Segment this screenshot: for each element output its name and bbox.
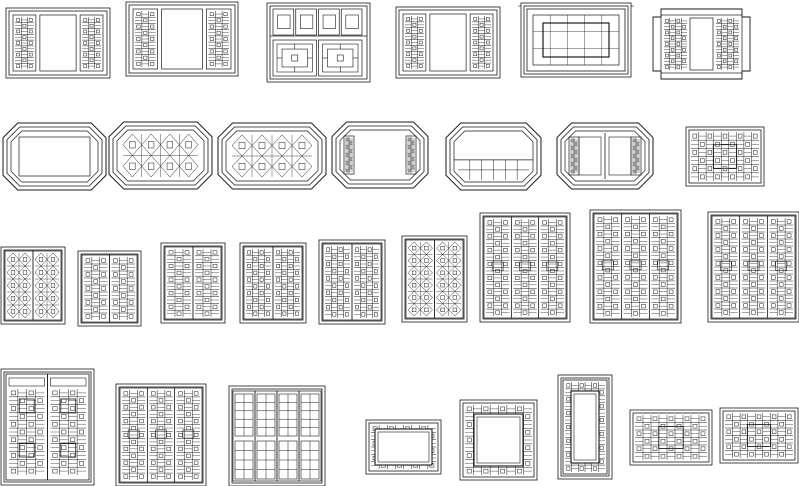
drawing-w3-1 [0, 246, 66, 325]
drawing-w2-4 [331, 121, 429, 189]
drawing-w2-7 [685, 126, 765, 187]
drawing-w4-5 [459, 399, 538, 481]
drawing-w2-6 [556, 122, 654, 190]
drawing-w1-4 [395, 6, 501, 79]
drawing-w1-5 [518, 2, 634, 78]
drawing-w3-3 [160, 242, 226, 324]
drawing-w4-3 [228, 385, 326, 486]
drawing-w1-1 [5, 7, 111, 79]
drawing-w1-6 [652, 8, 751, 80]
drawing-w2-2 [108, 121, 213, 190]
drawing-w4-1 [0, 368, 95, 486]
drawing-w3-9 [707, 211, 799, 323]
drawing-w1-2 [125, 1, 239, 77]
drawing-w3-7 [479, 212, 571, 323]
drawing-w1-3 [266, 2, 371, 83]
drawing-w2-5 [445, 122, 542, 191]
drawing-w3-8 [589, 209, 682, 324]
drawing-w2-3 [217, 122, 327, 190]
drawing-w4-8 [719, 407, 799, 464]
drawing-w4-6 [557, 374, 613, 480]
drawing-w3-5 [318, 239, 386, 325]
drawing-w3-6 [401, 235, 468, 323]
drawing-w4-7 [629, 409, 713, 466]
drawing-w3-4 [239, 242, 307, 324]
drawing-w4-2 [115, 383, 207, 486]
drawing-w4-4 [365, 419, 442, 475]
drawing-w2-1 [2, 122, 107, 191]
drawing-w3-2 [77, 250, 142, 327]
